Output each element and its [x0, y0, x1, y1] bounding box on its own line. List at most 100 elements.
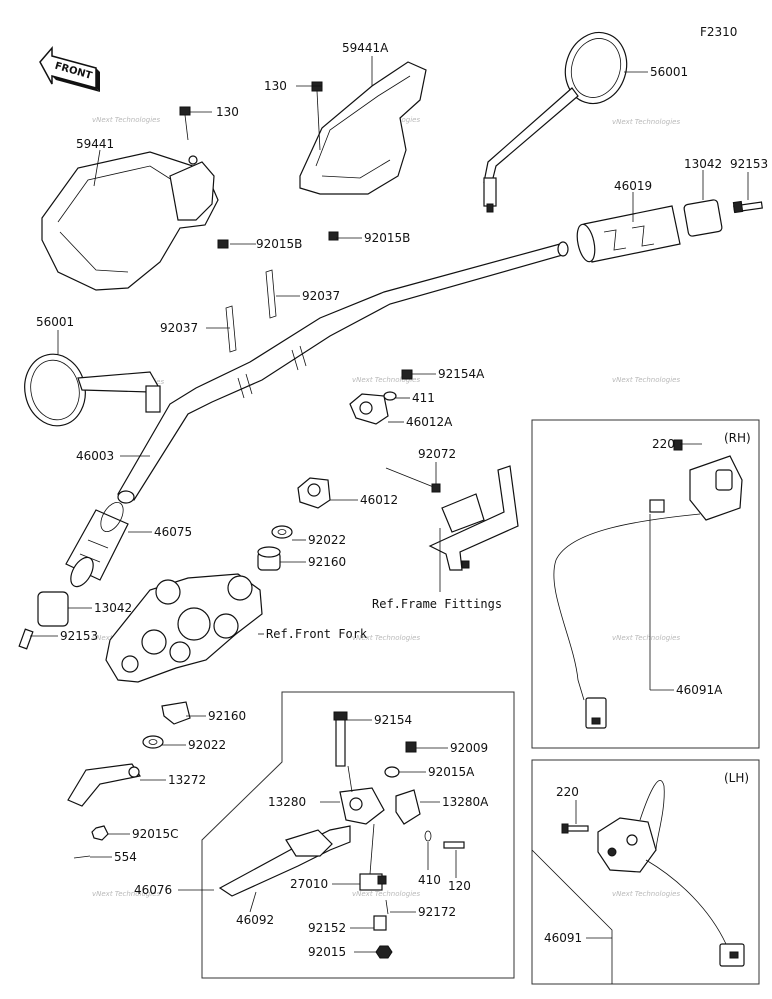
- washer-411: [383, 391, 397, 401]
- damper-92160-lower: [161, 701, 191, 725]
- part-label: 46012: [360, 493, 398, 507]
- part-label: 92152: [308, 921, 346, 935]
- watermark: vNext Technologies: [352, 634, 420, 642]
- part-label: 46091: [544, 931, 582, 945]
- part-label: 92015A: [428, 765, 475, 779]
- bolt-92154a: [401, 369, 413, 380]
- part-label: 92160: [208, 709, 246, 723]
- part-label: 92153: [730, 157, 768, 171]
- part-label: 92153: [60, 629, 98, 643]
- bracket-frame: [428, 465, 519, 571]
- part-label: 92154: [374, 713, 412, 727]
- part-label: 220: [556, 785, 579, 799]
- bolt-92153-left: [18, 628, 34, 650]
- nut-92015c: [91, 825, 109, 841]
- part-label: 46076: [134, 883, 172, 897]
- front-arrow-icon: FRONT: [39, 45, 100, 92]
- lever-holder-13280: [339, 787, 385, 825]
- part-label: 130: [216, 105, 239, 119]
- part-label: 411: [412, 391, 435, 405]
- pin-120: [443, 841, 465, 849]
- part-label: 13280: [268, 795, 306, 809]
- part-label: 59441A: [342, 41, 389, 55]
- spring-410: [424, 830, 432, 842]
- part-label: 13042: [684, 157, 722, 171]
- part-label: 92015: [308, 945, 346, 959]
- bolt-130-left: [179, 106, 191, 141]
- part-label: 120: [448, 879, 471, 893]
- collar-92152: [373, 915, 387, 931]
- part-label: 56001: [650, 65, 688, 79]
- damper-92160-upper: [257, 546, 281, 571]
- bolt-92153-right: [732, 200, 763, 214]
- part-label: 92037: [302, 289, 340, 303]
- screw-220-lh: [561, 823, 589, 834]
- part-label: 92022: [308, 533, 346, 547]
- part-label: 27010: [290, 877, 328, 891]
- diagram-code: F2310: [700, 25, 737, 39]
- lh-section-label: (LH): [724, 771, 749, 785]
- clamp-13280a: [395, 789, 421, 825]
- top-clamp: [105, 573, 263, 683]
- bar-end-weight-right: [683, 199, 723, 237]
- part-label: 59441: [76, 137, 114, 151]
- part-label: 56001: [36, 315, 74, 329]
- part-label: 130: [264, 79, 287, 93]
- leader-lines: [30, 56, 749, 953]
- reference-label: Ref.Frame Fittings: [372, 597, 502, 611]
- bracket-13272: [67, 763, 141, 807]
- switch-housing-rh: [553, 455, 743, 729]
- mirror-left: [24, 353, 161, 427]
- holder-46012: [297, 477, 331, 509]
- holder-46012a: [349, 393, 389, 425]
- watermark: vNext Technologies: [612, 890, 680, 898]
- watermark: vNext Technologies: [612, 376, 680, 384]
- part-label: 13280A: [442, 795, 489, 809]
- watermark: vNext Technologies: [352, 376, 420, 384]
- lever-46092: [218, 825, 351, 897]
- watermark: vNext Technologies: [352, 890, 420, 898]
- part-label: 92072: [418, 447, 456, 461]
- part-label: 92022: [188, 738, 226, 752]
- part-label: 92172: [418, 905, 456, 919]
- pin-554: [73, 855, 91, 859]
- switch-housing-lh: [597, 779, 745, 967]
- part-label: 46075: [154, 525, 192, 539]
- grip-right: [576, 205, 681, 263]
- nut-92015b-right: [328, 231, 339, 241]
- nut-92015a: [384, 766, 400, 778]
- bolt-92154: [333, 711, 348, 767]
- part-label: 410: [418, 873, 441, 887]
- washer-92022-upper: [271, 525, 293, 539]
- screw-220-rh: [673, 439, 683, 451]
- lever-46076-blade: [285, 829, 333, 857]
- part-label: 92154A: [438, 367, 485, 381]
- reference-label: Ref.Front Fork: [266, 627, 368, 641]
- part-label: 46091A: [676, 683, 723, 697]
- part-labels: 59441A 130 56001 130 59441 13042 92153 4…: [36, 41, 768, 959]
- part-label: 92015B: [364, 231, 410, 245]
- rh-section-label: (RH): [724, 431, 751, 445]
- watermark: vNext Technologies: [612, 118, 680, 126]
- part-label: 92037: [160, 321, 198, 335]
- part-label: 92015B: [256, 237, 302, 251]
- clip-92037-upper: [265, 269, 277, 319]
- lh-box-divider: [531, 849, 613, 984]
- nut-92015b-left: [217, 239, 229, 249]
- part-label: 13042: [94, 601, 132, 615]
- clip-92037-lower: [225, 305, 237, 353]
- part-label: 46092: [236, 913, 274, 927]
- bar-end-weight-left: [37, 591, 69, 627]
- switch-27010: [359, 873, 387, 891]
- watermark: vNext Technologies: [92, 890, 160, 898]
- part-label: 554: [114, 850, 137, 864]
- handlebar: [117, 241, 569, 504]
- cable-clamp-92072: [385, 467, 441, 493]
- mirror-right: [483, 31, 628, 213]
- nut-92015: [375, 945, 393, 959]
- part-label: 220: [652, 437, 675, 451]
- clutch-assembly-box: [201, 691, 515, 979]
- grip-left: [65, 502, 129, 588]
- watermark: vNext Technologies: [612, 634, 680, 642]
- part-label: 92015C: [132, 827, 179, 841]
